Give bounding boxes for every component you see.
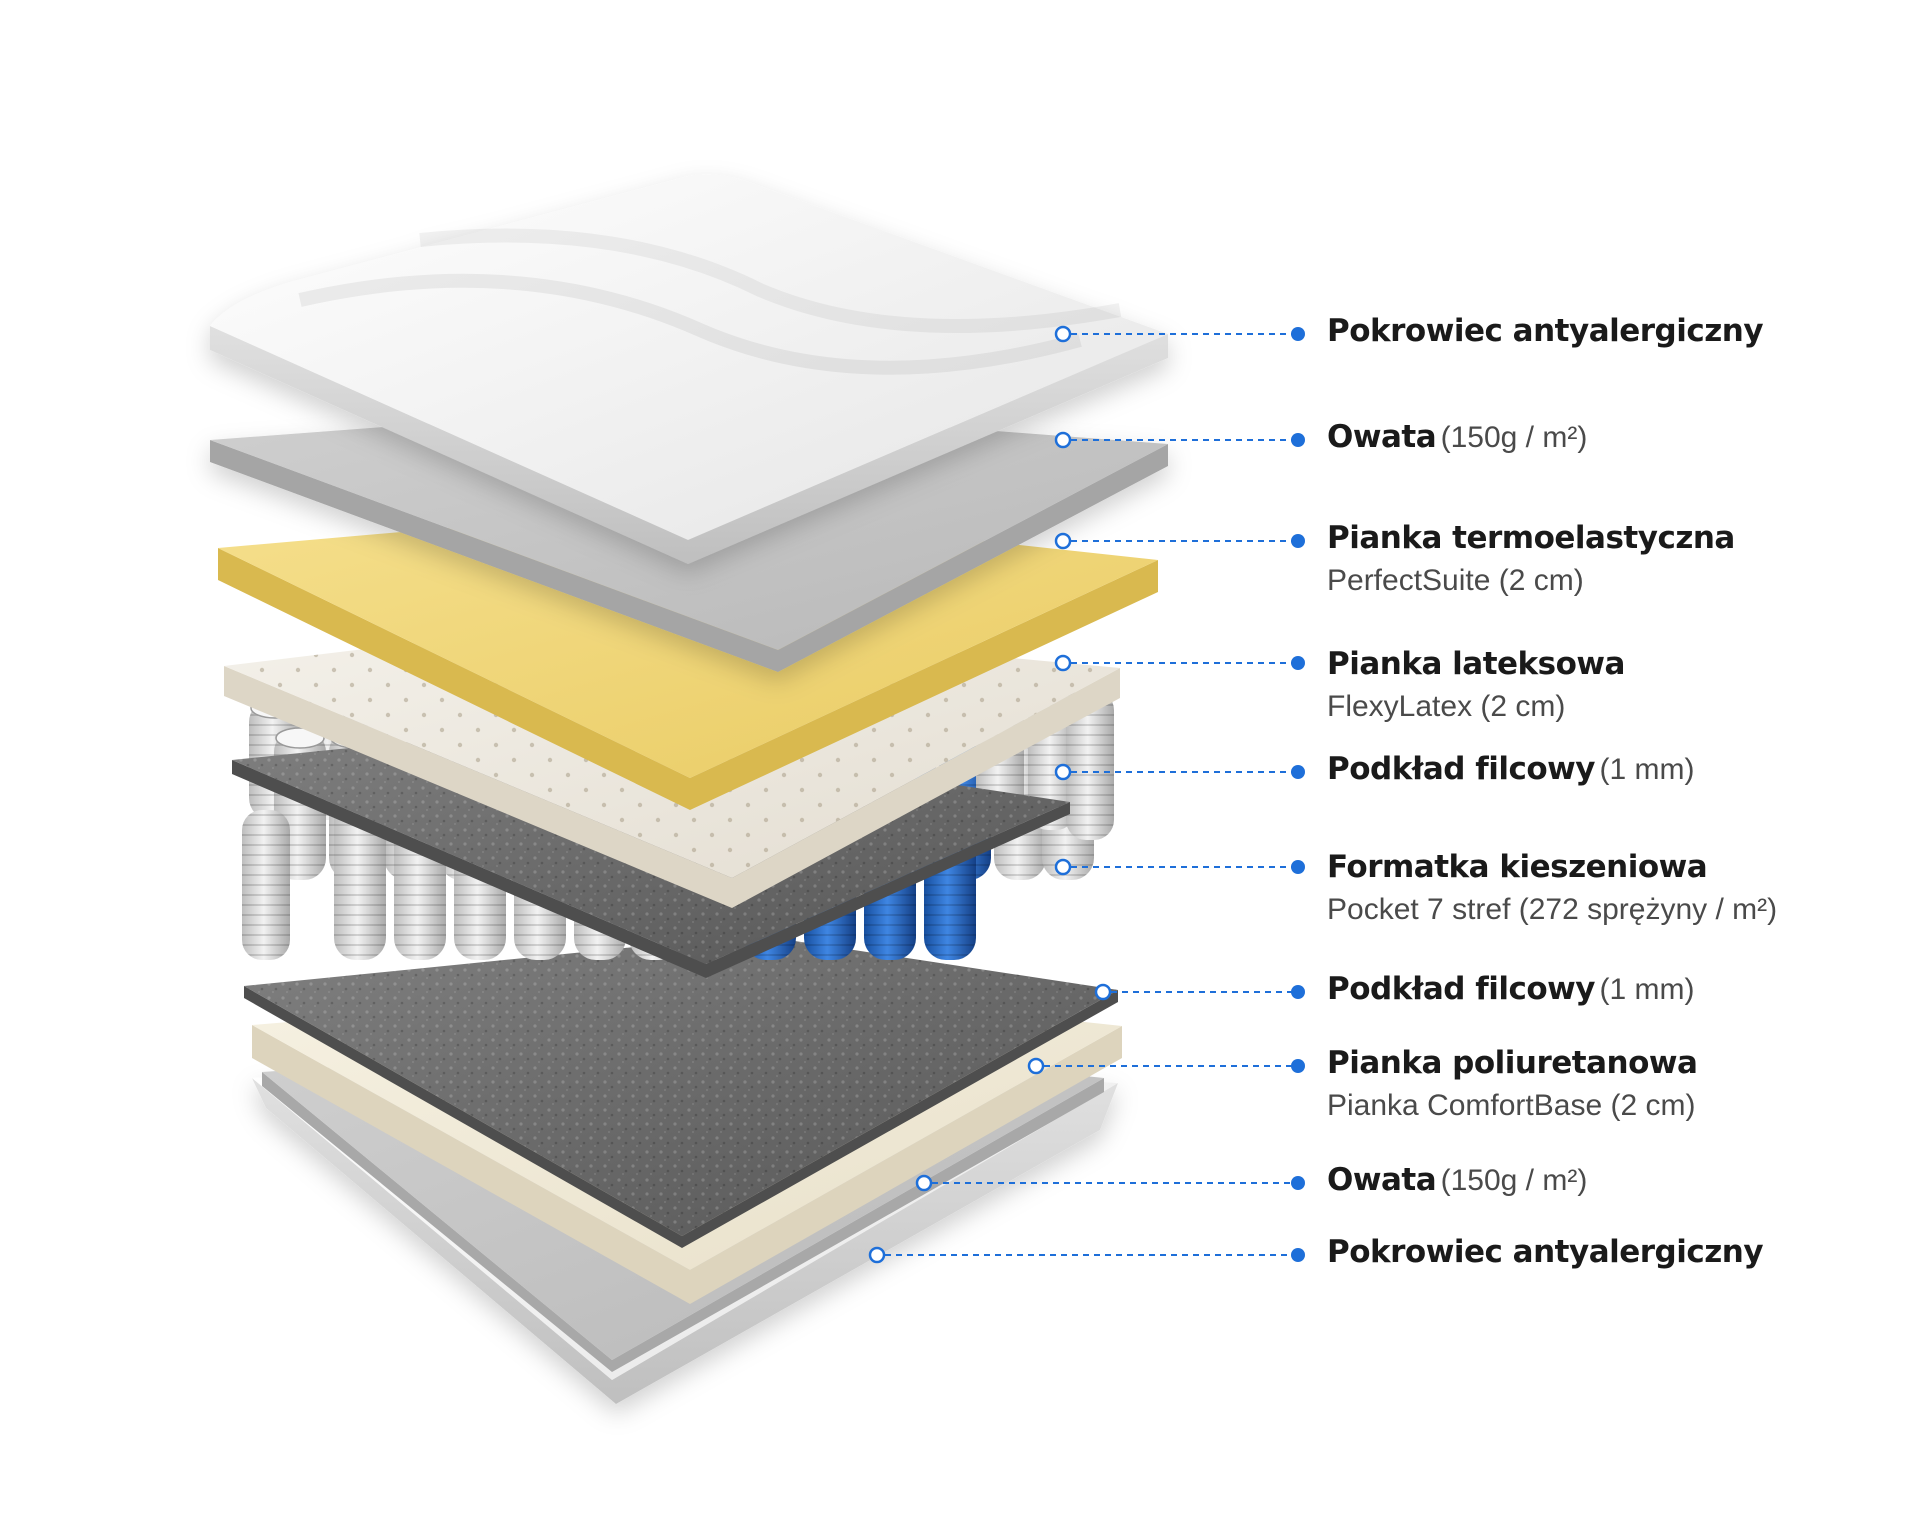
layer-anchor-dot [1054,654,1072,672]
layer-title: Owata [1327,1162,1437,1198]
layer-title: Pianka poliuretanowa [1327,1045,1698,1081]
layer-detail: (1 mm) [1599,973,1695,1006]
layer-detail: (150g / m²) [1440,1164,1588,1197]
layer-anchor-dot [1027,1057,1045,1075]
label-bullet-dot [1291,860,1305,874]
layer-anchor-dot [915,1174,933,1192]
layer-title: Podkład filcowy [1327,971,1596,1007]
layer-title: Podkład filcowy [1327,751,1596,787]
label-bullet-dot [1291,656,1305,670]
layer-subtitle: Pianka ComfortBase (2 cm) [1327,1088,1696,1122]
lower-felt-layer [244,935,1118,1248]
layer-anchor-dot [868,1246,886,1264]
leader-lines [868,325,1305,1264]
layer-anchor-dot [1054,763,1072,781]
layer-title: Pianka termoelastyczna [1327,520,1735,556]
layer-subtitle: Pocket 7 stref (272 sprężyny / m²) [1327,892,1778,926]
label-bullet-dot [1291,534,1305,548]
layer-label: Owata (150g / m²) [1327,418,1587,457]
layer-label: Owata (150g / m²) [1327,1161,1587,1200]
layer-title: Formatka kieszeniowa [1327,849,1708,885]
layer-label: Podkład filcowy (1 mm) [1327,750,1694,789]
layer-anchor-dot [1054,325,1072,343]
layer-subtitle: FlexyLatex (2 cm) [1327,689,1566,723]
layer-anchor-dot [1094,983,1112,1001]
layer-label: Podkład filcowy (1 mm) [1327,970,1694,1009]
label-bullet-dot [1291,765,1305,779]
white-pocket-spring [1066,690,1114,840]
label-bullet-dot [1291,1248,1305,1262]
top-cover-layer [210,174,1168,564]
layer-anchor-dot [1054,858,1072,876]
layer-detail: (1 mm) [1599,753,1695,786]
layer-anchor-dot [1054,532,1072,550]
layer-title: Pianka lateksowa [1327,646,1625,682]
layer-label: Pokrowiec antyalergiczny [1327,1233,1764,1272]
layer-title: Owata [1327,419,1437,455]
layer-subtitle: PerfectSuite (2 cm) [1327,563,1584,597]
label-bullet-dot [1291,433,1305,447]
label-bullet-dot [1291,1176,1305,1190]
label-bullet-dot [1291,1059,1305,1073]
layer-title: Pokrowiec antyalergiczny [1327,313,1764,349]
layer-label: Pokrowiec antyalergiczny [1327,312,1764,351]
layer-anchor-dot [1054,431,1072,449]
layer-title: Pokrowiec antyalergiczny [1327,1234,1764,1270]
white-pocket-spring [242,810,290,960]
label-bullet-dot [1291,985,1305,999]
label-bullet-dot [1291,327,1305,341]
layer-detail: (150g / m²) [1440,421,1588,454]
